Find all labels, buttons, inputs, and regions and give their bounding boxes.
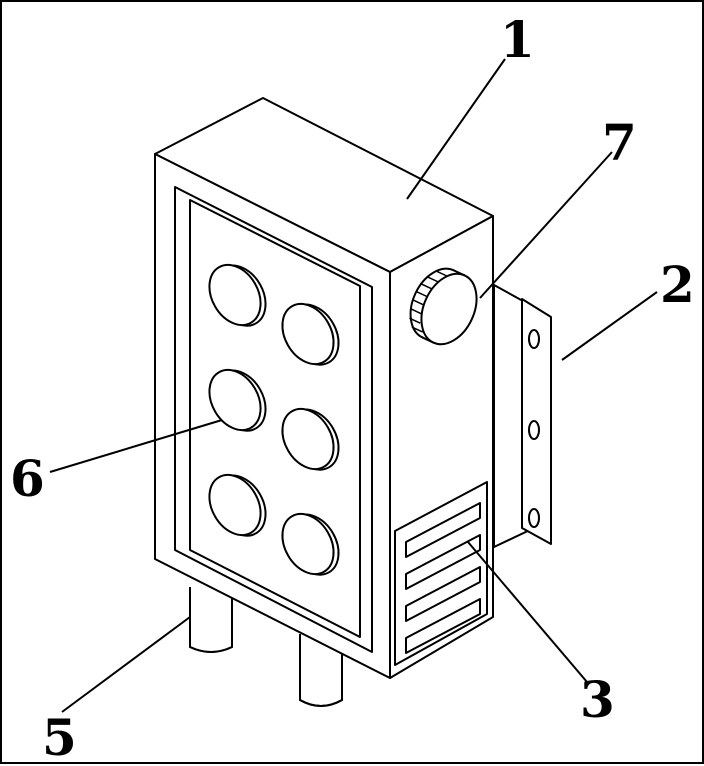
adjustment-knob bbox=[409, 267, 478, 346]
button-1 bbox=[208, 263, 267, 327]
label-2: 2 bbox=[660, 255, 695, 314]
label-6: 6 bbox=[10, 449, 45, 508]
leader-lines bbox=[49, 58, 658, 713]
label-1: 1 bbox=[500, 10, 535, 69]
vent-grille bbox=[394, 481, 488, 666]
vent-slot-1 bbox=[405, 502, 481, 558]
vent-slot-3 bbox=[405, 566, 481, 622]
indicator-buttons bbox=[208, 263, 340, 576]
vent-slot-4 bbox=[405, 598, 481, 654]
reference-labels: 1 7 2 6 3 5 bbox=[10, 10, 695, 766]
button-3 bbox=[208, 368, 267, 432]
button-2 bbox=[281, 302, 340, 366]
label-5: 5 bbox=[42, 708, 77, 766]
vent-slot-2 bbox=[405, 534, 481, 590]
label-3: 3 bbox=[580, 670, 615, 729]
button-6 bbox=[281, 512, 340, 576]
mounting-bracket bbox=[493, 284, 552, 548]
label-7: 7 bbox=[602, 113, 637, 172]
button-4 bbox=[281, 407, 340, 471]
leg-left bbox=[189, 587, 233, 653]
button-5 bbox=[208, 473, 267, 537]
leg-right bbox=[299, 634, 343, 707]
